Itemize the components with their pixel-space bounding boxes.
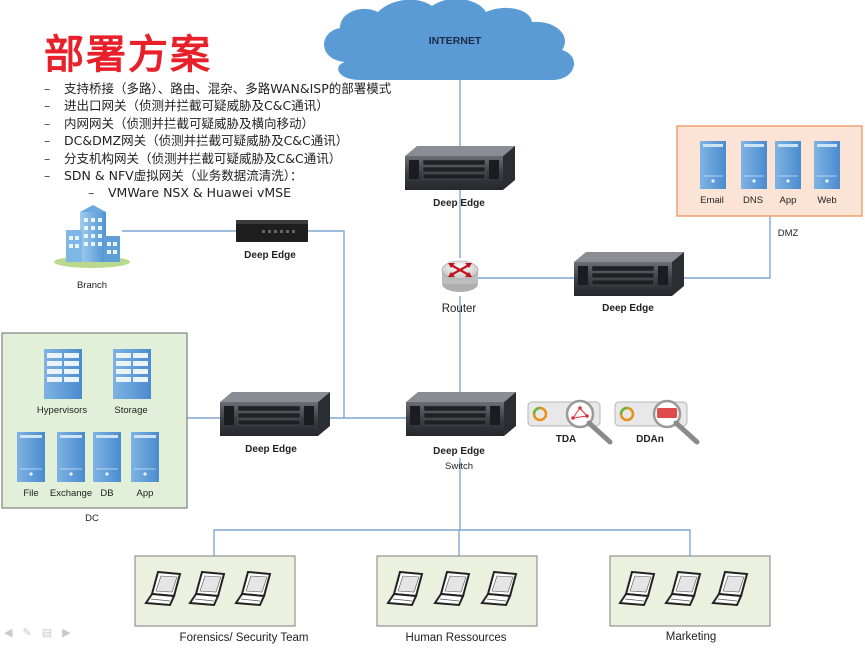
dmz-server-label-email: Email: [700, 195, 724, 206]
router-icon[interactable]: [441, 260, 479, 292]
internet-label: INTERNET: [428, 35, 482, 47]
dc-label: DC: [85, 513, 99, 524]
deep-edge-dmz-label: Deep Edge: [602, 303, 654, 314]
bullet-list: –支持桥接（多路）、路由、混杂、多路WAN&ISP的部署模式–进出口网关（侦测并…: [44, 80, 391, 202]
dmz-label: DMZ: [777, 228, 799, 239]
ddan-appliance-icon[interactable]: [614, 399, 700, 445]
bullet-item: –VMWare NSX & Huawei vMSE: [44, 184, 391, 201]
dc-label-hypervisors: Hypervisors: [36, 405, 88, 416]
dmz-server-label-web: Web: [817, 195, 837, 206]
dc-label-storage: Storage: [114, 405, 148, 416]
tda-label: TDA: [555, 434, 577, 445]
deep-edge-dc-server[interactable]: [220, 392, 330, 436]
bullet-dash: –: [44, 115, 51, 131]
group-label-marketing: Marketing: [665, 631, 717, 643]
tda-appliance-icon[interactable]: [527, 399, 613, 445]
deep-edge-top-label: Deep Edge: [433, 198, 485, 209]
arrow-left-icon[interactable]: ◀: [4, 627, 13, 639]
bullet-text: VMWare NSX & Huawei vMSE: [108, 185, 291, 201]
router-label: Router: [441, 303, 477, 315]
bullet-item: –支持桥接（多路）、路由、混杂、多路WAN&ISP的部署模式: [44, 80, 391, 97]
bullet-dash: –: [44, 81, 51, 96]
deep-edge-dc-label: Deep Edge: [245, 444, 297, 455]
internet-cloud: [324, 0, 574, 80]
menu-icon[interactable]: ▤: [41, 627, 53, 639]
page-title: 部署方案: [44, 32, 212, 78]
dmz-server-label-dns: DNS: [742, 195, 764, 206]
bullet-text: SDN & NFV虚拟网关（业务数据流清洗）：: [64, 168, 303, 184]
deep-edge-branch-appliance[interactable]: [236, 220, 308, 242]
deep-edge-top-server[interactable]: [405, 146, 515, 190]
group-label-hr: Human Ressources: [405, 632, 507, 644]
branch-label: Branch: [76, 280, 108, 291]
dmz-server-label-app: App: [779, 195, 797, 206]
bullet-item: –进出口网关（侦测并拦截可疑威胁及C&C通讯）: [44, 97, 391, 114]
bullet-text: DC&DMZ网关（侦测并拦截可疑威胁及C&C通讯）: [64, 133, 349, 149]
dc-label-db: DB: [100, 488, 114, 499]
slide-nav: ◀ ✎ ▤ ▶: [4, 626, 71, 639]
deep-edge-branch-label: Deep Edge: [244, 250, 296, 261]
bullet-text: 进出口网关（侦测并拦截可疑威胁及C&C通讯）: [64, 98, 329, 114]
dc-label-app: App: [136, 488, 154, 499]
dmz-servers: [700, 141, 840, 189]
bullet-dash: –: [44, 168, 51, 184]
switch-label: Switch: [445, 461, 473, 472]
bullet-item: –分支机构网关（侦测并拦截可疑威胁及C&C通讯）: [44, 150, 391, 167]
deep-edge-dmz-server[interactable]: [574, 252, 684, 296]
ddan-label: DDAn: [636, 434, 664, 445]
bullet-dash: –: [44, 98, 51, 114]
laptops: [144, 570, 749, 607]
bullet-text: 支持桥接（多路）、路由、混杂、多路WAN&ISP的部署模式: [64, 81, 392, 96]
bullet-dash: –: [44, 133, 51, 149]
arrow-right-icon[interactable]: ▶: [62, 627, 71, 639]
bullet-item: –内网网关（侦测并拦截可疑威胁及横向移动）: [44, 115, 391, 132]
bullet-item: –SDN & NFV虚拟网关（业务数据流清洗）：: [44, 167, 391, 184]
bullet-text: 内网网关（侦测并拦截可疑威胁及横向移动）: [64, 115, 315, 131]
bullet-item: –DC&DMZ网关（侦测并拦截可疑威胁及C&C通讯）: [44, 132, 391, 149]
deep-edge-switch-label: Deep Edge: [433, 446, 485, 457]
bullet-text: 分支机构网关（侦测并拦截可疑威胁及C&C通讯）: [64, 150, 342, 166]
dc-label-exchange: Exchange: [49, 488, 93, 499]
dc-servers: [17, 349, 159, 482]
bullet-dash: –: [44, 150, 51, 166]
dc-label-file: File: [23, 488, 39, 499]
group-label-forensics: Forensics/ Security Team: [179, 632, 309, 644]
pen-icon[interactable]: ✎: [22, 627, 32, 639]
deep-edge-switch-server[interactable]: [406, 392, 516, 436]
bullet-dash: –: [88, 185, 95, 201]
branch-building-icon: [54, 205, 130, 268]
